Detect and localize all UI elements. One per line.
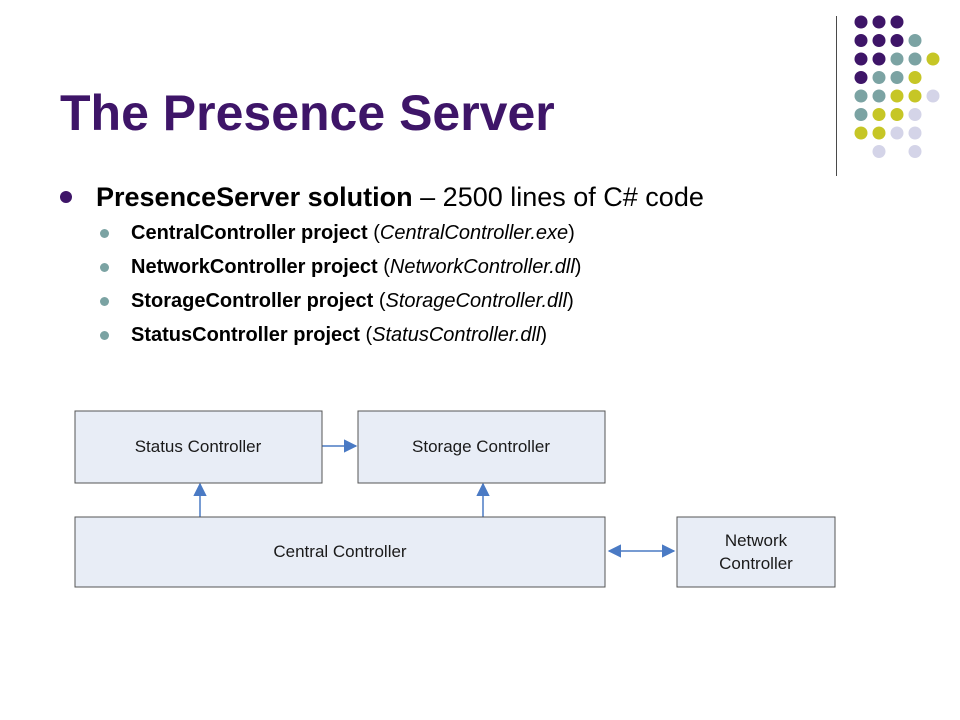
sub-bullet-filename: CentralController.exe (379, 222, 569, 244)
sub-bullet-paren-open: ( (373, 290, 386, 312)
decorative-dot (908, 34, 922, 47)
node-network-label-line2: Controller (719, 554, 793, 573)
sub-bullet-paren-close: ) (540, 324, 548, 346)
decorative-dot (854, 15, 868, 29)
sub-bullet-dot-icon (100, 229, 109, 238)
sub-bullet-paren-close: ) (574, 256, 582, 278)
decorative-dot (854, 71, 868, 84)
bullet-list: PresenceServer solution – 2500 lines of … (60, 178, 840, 352)
decorative-dot (908, 145, 922, 158)
bullet-main-bold: PresenceServer solution (96, 182, 413, 212)
decorative-dot (872, 71, 886, 84)
decorative-dot (908, 89, 922, 103)
decorative-vertical-line (836, 16, 837, 176)
decorative-dot (872, 89, 886, 103)
node-network-controller: Network Controller (676, 516, 836, 588)
decorative-dot (908, 71, 922, 84)
slide-title: The Presence Server (60, 85, 555, 141)
decorative-dot (872, 52, 886, 66)
sub-bullet-bold: StatusController project (131, 324, 360, 346)
decorative-dot (926, 89, 940, 103)
decorative-dot (872, 145, 886, 158)
bullet-main-text: – 2500 lines of C# code (412, 182, 704, 212)
bullet-main: PresenceServer solution – 2500 lines of … (60, 178, 840, 216)
node-network-label-line1: Network (725, 531, 788, 550)
decorative-dot (872, 15, 886, 29)
sub-bullet-dot-icon (100, 263, 109, 272)
node-central-controller: Central Controller (74, 516, 606, 588)
decorative-dot (890, 15, 904, 29)
decorative-dot (908, 108, 922, 121)
decorative-dot (854, 108, 868, 121)
decorative-dot (890, 34, 904, 47)
decorative-dot (890, 89, 904, 103)
sub-bullet-paren-open: ( (377, 256, 390, 278)
node-central-label: Central Controller (273, 542, 407, 561)
decorative-dot (890, 71, 904, 84)
decorative-dot (890, 108, 904, 121)
decorative-dot (890, 52, 904, 66)
sub-bullet-paren-close: ) (567, 290, 574, 312)
sub-bullet-filename: StorageController.dll (385, 290, 568, 312)
sub-bullet-storage: StorageController project (StorageContro… (60, 284, 840, 318)
node-storage-label: Storage Controller (412, 437, 550, 456)
bullet-dot-icon (60, 191, 72, 203)
sub-bullet-paren-close: ) (568, 222, 575, 244)
decorative-dot (872, 108, 886, 121)
sub-bullet-dot-icon (100, 297, 109, 306)
decorative-dot (854, 126, 868, 140)
sub-bullet-dot-icon (100, 331, 109, 340)
sub-bullet-status: StatusController project (StatusControll… (60, 318, 840, 352)
sub-bullet-filename: StatusController.dll (372, 324, 541, 346)
node-status-controller: Status Controller (74, 410, 323, 484)
decorative-dot (872, 34, 886, 47)
sub-bullet-paren-open: ( (367, 222, 380, 244)
decorative-dot (854, 52, 868, 66)
decorative-dot (908, 52, 922, 66)
sub-bullet-filename: NetworkController.dll (389, 256, 575, 278)
decorative-dot (926, 52, 940, 66)
decorative-dot (854, 89, 868, 103)
sub-bullet-bold: CentralController project (131, 222, 368, 244)
decorative-dot (908, 126, 922, 140)
node-storage-controller: Storage Controller (357, 410, 606, 484)
sub-bullet-bold: NetworkController project (131, 256, 378, 278)
sub-bullet-central: CentralController project (CentralContro… (60, 216, 840, 250)
sub-bullet-bold: StorageController project (131, 290, 374, 312)
sub-bullet-paren-open: ( (359, 324, 373, 346)
decorative-dot (854, 34, 868, 47)
decorative-dot (890, 126, 904, 140)
sub-bullet-network: NetworkController project (NetworkContro… (60, 250, 840, 284)
decorative-dot (872, 126, 886, 140)
node-status-label: Status Controller (135, 437, 262, 456)
